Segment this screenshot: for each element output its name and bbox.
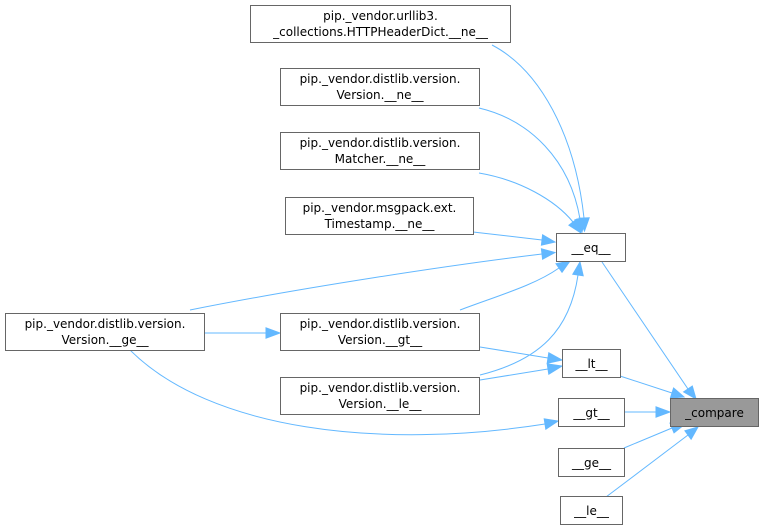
node-version-le-line2: Version.__le__ [339, 397, 423, 411]
node-version-ge-line1: pip._vendor.distlib.version. [25, 317, 186, 331]
node-matcher-ne[interactable]: pip._vendor.distlib.version. Matcher.__n… [280, 132, 480, 170]
node-httpheaderdict-ne-line2: _collections.HTTPHeaderDict.__ne__ [272, 25, 489, 39]
node-lt[interactable]: __lt__ [562, 349, 621, 378]
node-timestamp-ne-line1: pip._vendor.msgpack.ext. [303, 201, 457, 215]
edge-version-ne-to-eq [478, 107, 586, 234]
edge-version-gt-to-eq [459, 260, 572, 311]
node-le-label: __le__ [573, 504, 610, 518]
edge-version-ge-to-version-gt [204, 327, 282, 339]
edge-timestamp-ne-to-eq [472, 231, 557, 246]
node-version-ne[interactable]: pip._vendor.distlib.version. Version.__n… [280, 68, 480, 106]
node-version-ne-line2: Version.__ne__ [337, 88, 425, 102]
node-httpheaderdict-ne[interactable]: pip._vendor.urllib3. _collections.HTTPHe… [250, 5, 511, 43]
node-gt[interactable]: __gt__ [558, 398, 625, 427]
node-matcher-ne-line1: pip._vendor.distlib.version. [300, 136, 461, 150]
edge-version-le-to-lt [479, 363, 564, 381]
node-version-gt-line2: Version.__gt__ [338, 333, 423, 347]
node-version-ne-line1: pip._vendor.distlib.version. [300, 72, 461, 86]
edge-version-gt-to-lt [479, 346, 564, 364]
node-ge[interactable]: __ge__ [558, 448, 625, 477]
edge-lt-to-compare [619, 375, 686, 399]
edge-version-ge-to-eq [189, 248, 557, 311]
node-le[interactable]: __le__ [560, 496, 623, 525]
edge-matcher-ne-to-eq [478, 172, 582, 235]
node-eq-label: __eq__ [571, 241, 612, 255]
node-lt-label: __lt__ [574, 357, 608, 371]
node-timestamp-ne-line2: Timestamp.__ne__ [324, 217, 436, 231]
node-version-le-line1: pip._vendor.distlib.version. [300, 381, 461, 395]
node-compare[interactable]: _compare [670, 398, 759, 427]
edge-version-ge-to-gt [129, 349, 560, 436]
edge-gt-to-compare [624, 406, 672, 418]
node-version-le[interactable]: pip._vendor.distlib.version. Version.__l… [280, 377, 480, 415]
node-version-ge-line2: Version.__ge__ [62, 333, 150, 347]
node-version-gt-line1: pip._vendor.distlib.version. [300, 317, 461, 331]
node-version-ge[interactable]: pip._vendor.distlib.version. Version.__g… [5, 313, 205, 351]
edge-version-le-to-eq [479, 260, 584, 376]
node-httpheaderdict-ne-line1: pip._vendor.urllib3. [323, 9, 438, 23]
node-timestamp-ne[interactable]: pip._vendor.msgpack.ext. Timestamp.__ne_… [285, 197, 474, 235]
node-ge-label: __ge__ [571, 456, 612, 470]
node-eq[interactable]: __eq__ [556, 233, 626, 262]
node-matcher-ne-line2: Matcher.__ne__ [335, 152, 427, 166]
edge-le-to-compare [605, 426, 700, 498]
node-compare-label: _compare [684, 406, 744, 420]
node-gt-label: __gt__ [572, 406, 610, 420]
edge-eq-to-compare [601, 261, 697, 401]
edge-httpheaderdict-ne-to-eq [491, 44, 590, 233]
node-version-gt[interactable]: pip._vendor.distlib.version. Version.__g… [280, 313, 480, 351]
